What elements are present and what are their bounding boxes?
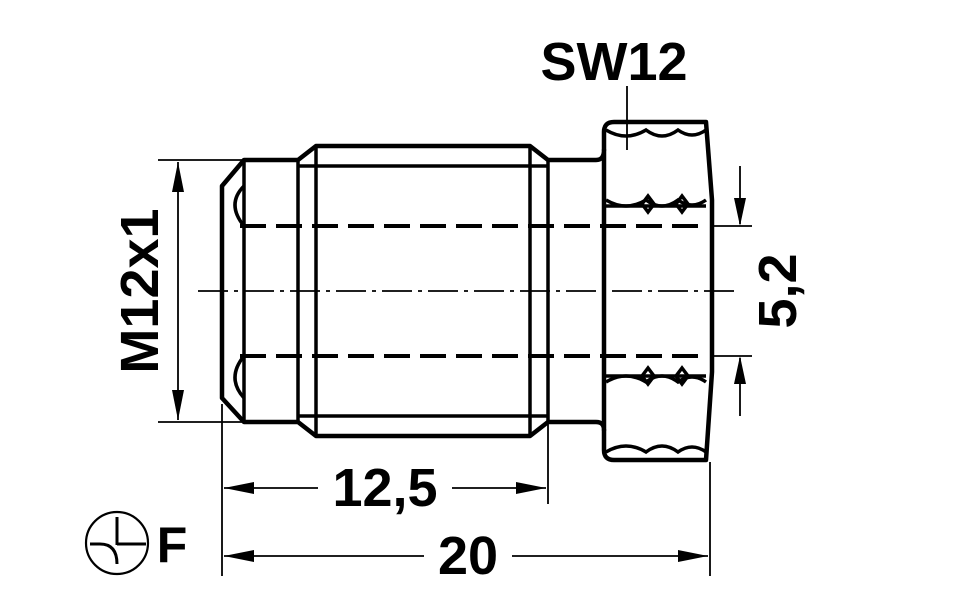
hex-edge-mark [639,365,657,387]
hex-edge-mark [673,193,691,215]
arrowhead [172,162,184,192]
form-symbol: F [84,510,188,576]
arrowhead [224,550,254,562]
bore-label: 5,2 [748,253,808,328]
hex-head [601,119,715,463]
form-symbol-circle [84,510,150,576]
overall-length-label: 20 [438,526,498,586]
arrowhead [516,482,546,494]
nose-tip [233,354,246,400]
hex-outline [601,119,715,463]
dimension-overall-length: 20 [224,462,711,586]
hex-chamfer [605,444,708,455]
form-label: F [157,517,188,573]
arrowhead [678,550,708,562]
dimension-thread-length: 12,5 [221,404,549,576]
arrowhead [734,198,746,226]
form-symbol-curve [90,542,146,565]
arrowhead [172,390,184,420]
nose-tip [233,184,246,228]
hex-size-label: SW12 [540,32,687,92]
hex-chamfer [605,127,708,138]
hex-chamfer [605,374,708,385]
hex-edge-mark [639,193,657,215]
hex-edge-mark [673,365,691,387]
dimension-thread-diameter: M12x1 [110,159,244,423]
threaded-body [219,143,607,439]
thread-length-label: 12,5 [332,458,437,518]
thread-label: M12x1 [110,208,170,373]
hex-chamfer [605,197,708,208]
arrowhead [734,356,746,384]
dimension-hex-size: SW12 [540,32,688,150]
dimension-bore: 5,2 [712,166,808,416]
arrowhead [224,482,254,494]
